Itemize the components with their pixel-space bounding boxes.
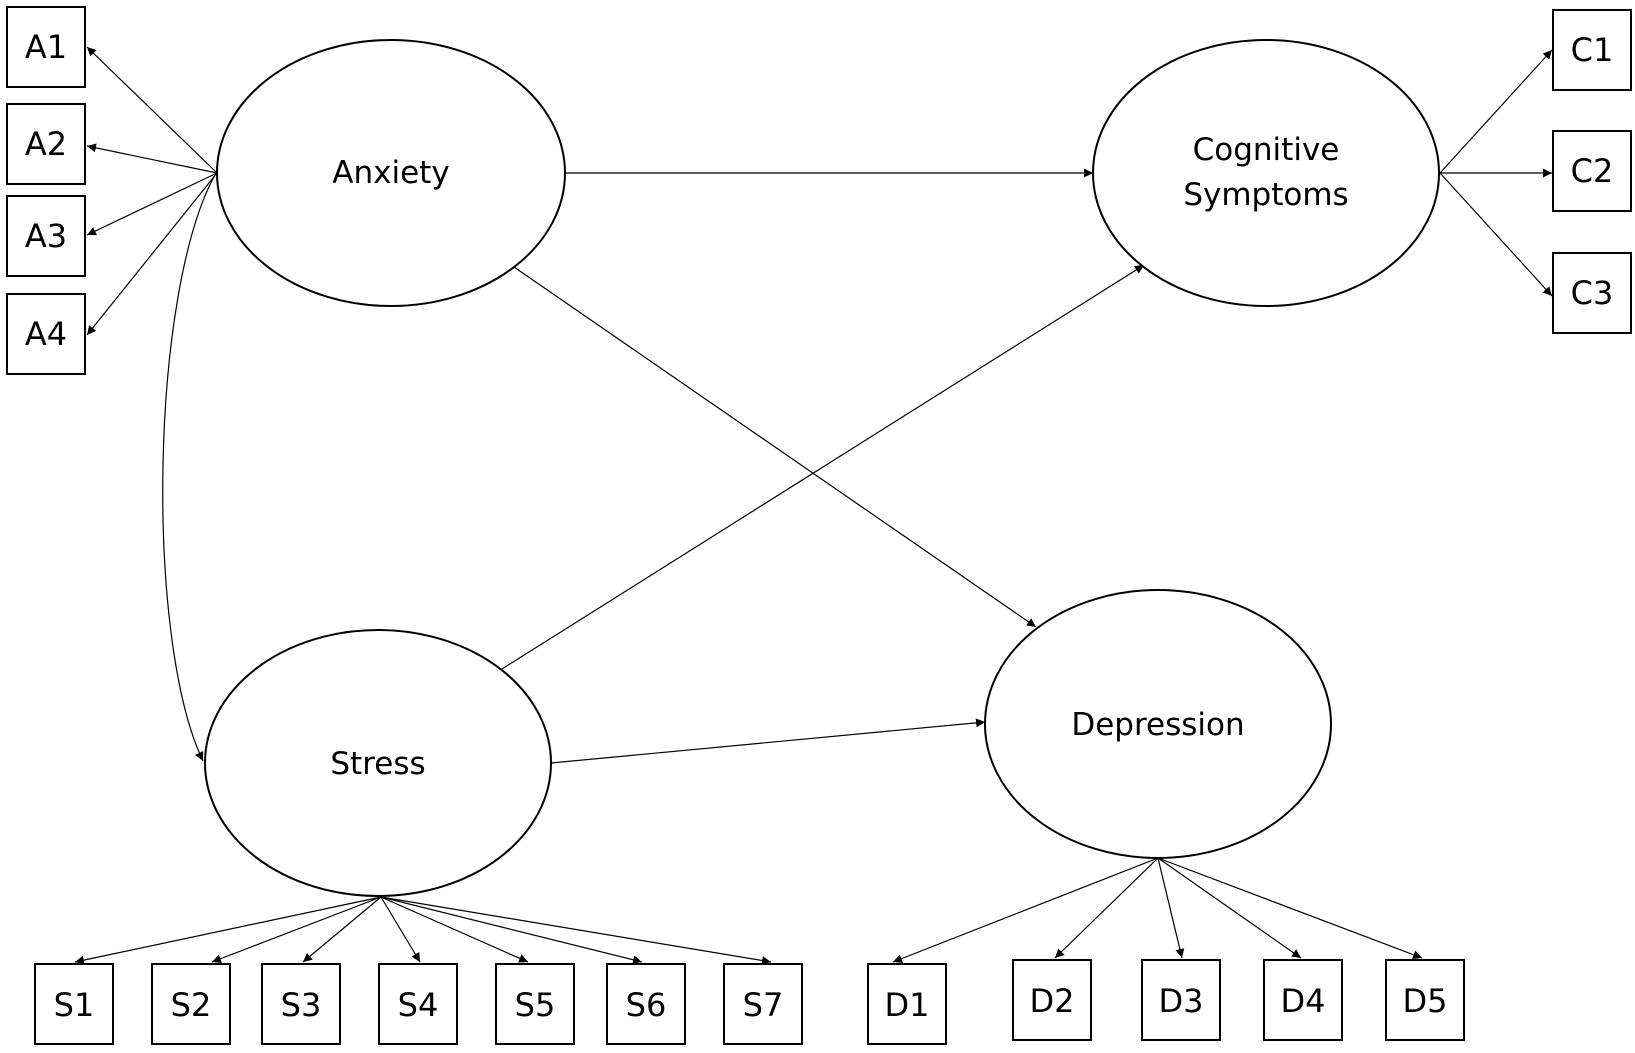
indicator-d5: D5 [1385,959,1465,1041]
indicator-s7: S7 [723,963,803,1045]
latent-depression-label: Depression [1071,707,1244,743]
path-stress-to-depression [550,718,986,764]
path-stress-to-cognitive [501,264,1145,670]
indicator-s1: S1 [34,963,114,1045]
path-anxiety-to-depression [513,266,1037,628]
indicator-c2: C2 [1552,130,1632,212]
latent-anxiety-label: Anxiety [332,155,449,191]
indicator-s5-label: S5 [515,986,556,1024]
indicator-s2-label: S2 [171,986,212,1024]
covariance-anxiety-stress [162,162,225,762]
indicator-s4: S4 [378,963,458,1045]
loading-depression-d5 [1157,857,1423,960]
indicator-d4-label: D4 [1281,982,1326,1020]
indicator-d3-label: D3 [1159,982,1204,1020]
loading-stress-s1 [74,896,382,965]
latent-anxiety: Anxiety [216,39,566,307]
loading-depression-d3 [1157,857,1185,959]
loading-anxiety-a4 [86,172,218,336]
indicator-s7-label: S7 [743,986,784,1024]
loading-anxiety-a2 [86,143,218,174]
indicator-a1: A1 [6,6,86,88]
indicator-a3-label: A3 [25,217,67,255]
indicator-c2-label: C2 [1571,152,1614,190]
loading-depression-d2 [1054,857,1159,959]
loading-stress-s2 [211,896,382,963]
latent-cognitive-label-line1: Cognitive [1193,132,1340,168]
indicator-a2-label: A2 [25,125,67,163]
indicator-d5-label: D5 [1403,982,1448,1020]
loading-anxiety-a3 [86,172,218,236]
latent-cognitive-symptoms: Cognitive Symptoms [1092,39,1440,307]
indicator-a4: A4 [6,293,86,375]
indicator-c3: C3 [1552,252,1632,334]
loading-stress-s6 [380,896,643,965]
loading-cognitive-c1 [1439,49,1553,174]
loading-stress-s3 [302,896,382,963]
indicator-s1-label: S1 [54,986,95,1024]
loading-depression-d4 [1157,857,1302,959]
indicator-d3: D3 [1141,959,1221,1041]
loading-anxiety-a1 [86,46,218,174]
latent-stress: Stress [204,629,552,897]
indicator-s3-label: S3 [281,986,322,1024]
indicator-d1: D1 [867,963,947,1045]
loading-cognitive-c3 [1439,172,1553,297]
indicator-a3: A3 [6,195,86,277]
indicator-s2: S2 [151,963,231,1045]
indicator-s3: S3 [261,963,341,1045]
indicator-s6: S6 [606,963,686,1045]
latent-cognitive-label-line2: Symptoms [1183,177,1348,213]
indicator-d4: D4 [1263,959,1343,1041]
loading-stress-s7 [380,896,772,965]
indicator-s5: S5 [495,963,575,1045]
indicator-d1-label: D1 [885,986,930,1024]
indicator-s4-label: S4 [398,986,439,1024]
indicator-c1-label: C1 [1571,31,1614,69]
loading-stress-s4 [380,896,421,963]
loading-depression-d1 [892,857,1159,963]
indicator-a4-label: A4 [25,315,67,353]
indicator-d2-label: D2 [1030,982,1075,1020]
loading-stress-s5 [380,896,529,963]
indicator-a1-label: A1 [25,28,67,66]
indicator-c3-label: C3 [1571,274,1614,312]
indicator-d2: D2 [1012,959,1092,1041]
indicator-a2: A2 [6,103,86,185]
latent-depression: Depression [984,589,1332,859]
indicator-s6-label: S6 [626,986,667,1024]
indicator-c1: C1 [1552,9,1632,91]
latent-stress-label: Stress [330,746,425,782]
